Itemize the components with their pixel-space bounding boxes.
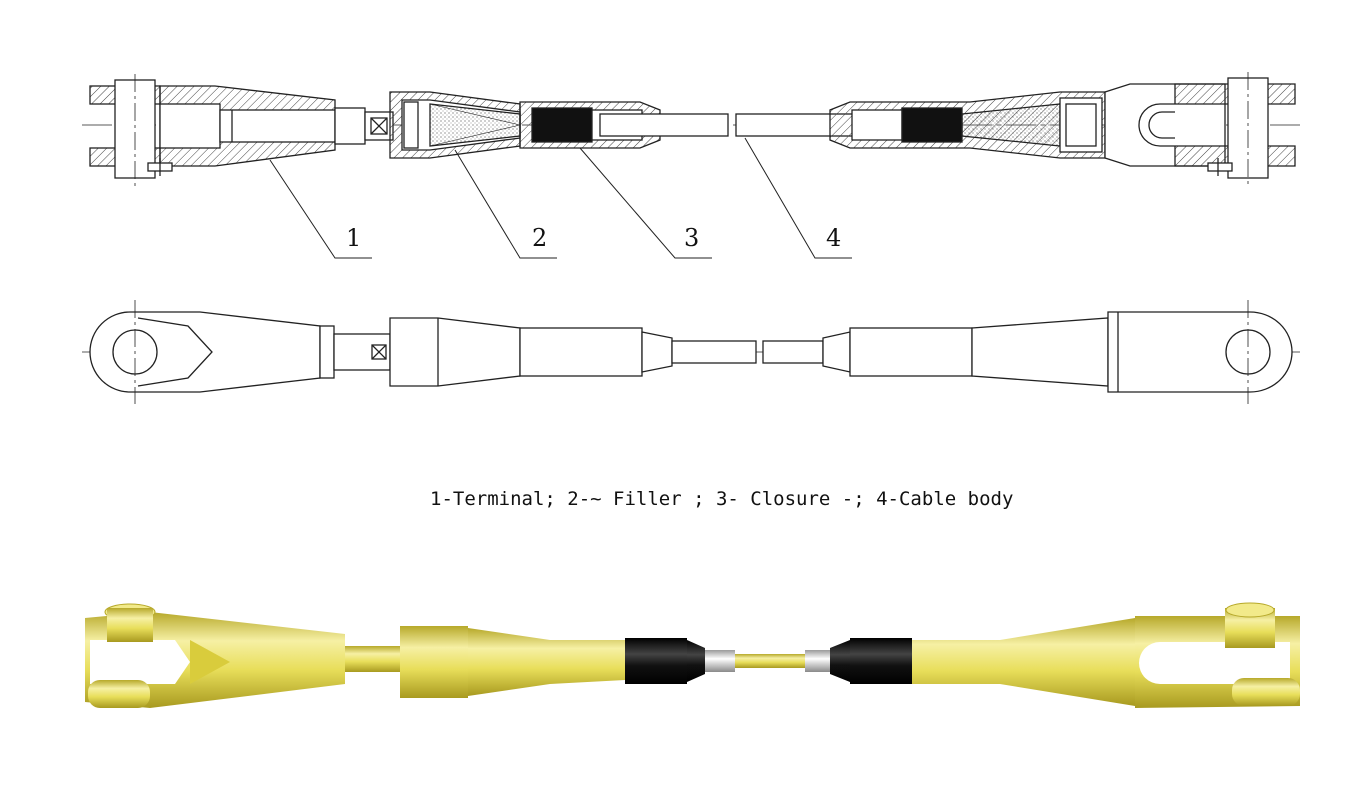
- callout-3: 3: [684, 224, 700, 252]
- callout-4: 4: [826, 224, 842, 252]
- section-view: [82, 72, 1300, 259]
- right-clevis-render: [1135, 602, 1300, 708]
- outline-view: [82, 300, 1300, 404]
- callout-1: 1: [346, 224, 362, 252]
- cross-box-icon: [370, 117, 388, 135]
- left-eye-terminal: [89, 311, 321, 393]
- cable-body-left: [599, 113, 729, 137]
- cable-body-render: [735, 654, 805, 668]
- rendered-view: [85, 602, 1300, 708]
- leader-lines: [269, 137, 852, 259]
- left-black-sleeve: [625, 638, 687, 684]
- right-black-sleeve: [850, 638, 912, 684]
- right-socket-section: [829, 91, 1106, 159]
- left-clevis-section: [89, 74, 336, 186]
- legend-caption: 1-Terminal; 2-~ Filler ; 3- Closure -; 4…: [430, 488, 1014, 510]
- left-clevis-render: [85, 603, 345, 708]
- clevis-pin-icon: [147, 158, 173, 176]
- callout-2: 2: [532, 224, 548, 252]
- right-clevis-section: [1104, 72, 1296, 186]
